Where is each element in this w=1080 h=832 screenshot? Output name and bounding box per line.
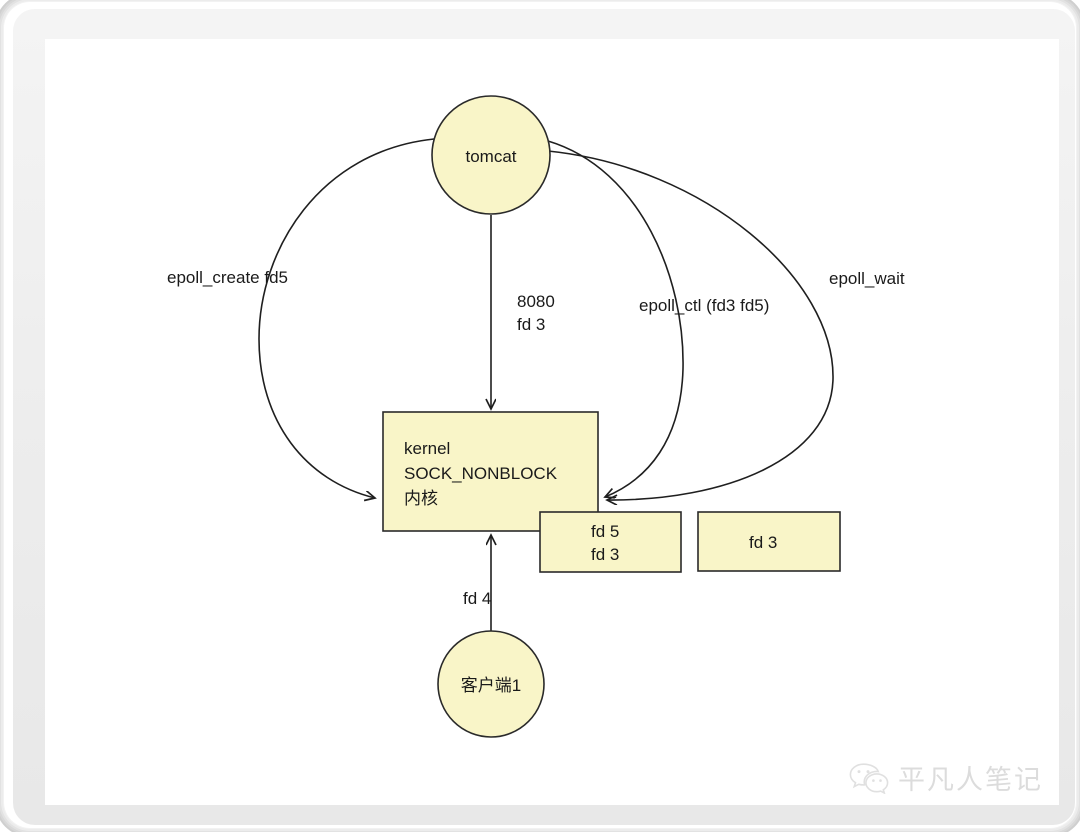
edge-label-epoll-create: epoll_create fd5 — [167, 268, 288, 287]
window-frame-outer: kernel SOCK_NONBLOCK 内核 fd 5 fd 3 fd 3 t… — [4, 2, 1076, 828]
window-frame-inner: kernel SOCK_NONBLOCK 内核 fd 5 fd 3 fd 3 t… — [13, 9, 1075, 825]
node-tomcat-label: tomcat — [465, 147, 516, 166]
watermark: 平凡人笔记 — [848, 758, 1043, 797]
node-kernel-label-1: kernel — [404, 439, 450, 458]
node-client1-label: 客户端1 — [461, 676, 521, 695]
node-fdlist-events-label: fd 3 — [749, 533, 777, 552]
edge-label-epoll-wait: epoll_wait — [829, 269, 905, 288]
node-kernel[interactable] — [382, 411, 599, 532]
diagram-canvas: kernel SOCK_NONBLOCK 内核 fd 5 fd 3 fd 3 t… — [45, 39, 1059, 805]
edge-label-client-fd: fd 4 — [463, 589, 491, 608]
node-client1[interactable] — [437, 630, 545, 738]
watermark-text: 平凡人笔记 — [898, 765, 1043, 796]
node-kernel-label-2: SOCK_NONBLOCK — [404, 464, 558, 483]
edge-epoll-ctl — [547, 140, 684, 497]
node-fdlist-events[interactable] — [697, 511, 841, 572]
diagram-svg: kernel SOCK_NONBLOCK 内核 fd 5 fd 3 fd 3 t… — [167, 95, 905, 738]
edge-label-bind-fd: fd 3 — [517, 315, 545, 334]
node-fdlist-ready-label-1: fd 5 — [591, 522, 619, 541]
edge-label-bind-port: 8080 — [517, 292, 555, 311]
node-tomcat[interactable] — [431, 95, 551, 215]
edge-label-epoll-ctl: epoll_ctl (fd3 fd5) — [639, 296, 769, 315]
node-fdlist-ready[interactable] — [539, 511, 682, 573]
wechat-icon — [849, 762, 889, 794]
edge-epoll-wait — [547, 150, 834, 500]
node-fdlist-ready-label-2: fd 3 — [591, 545, 619, 564]
edge-epoll-create — [258, 138, 435, 498]
node-kernel-label-3: 内核 — [404, 489, 438, 508]
